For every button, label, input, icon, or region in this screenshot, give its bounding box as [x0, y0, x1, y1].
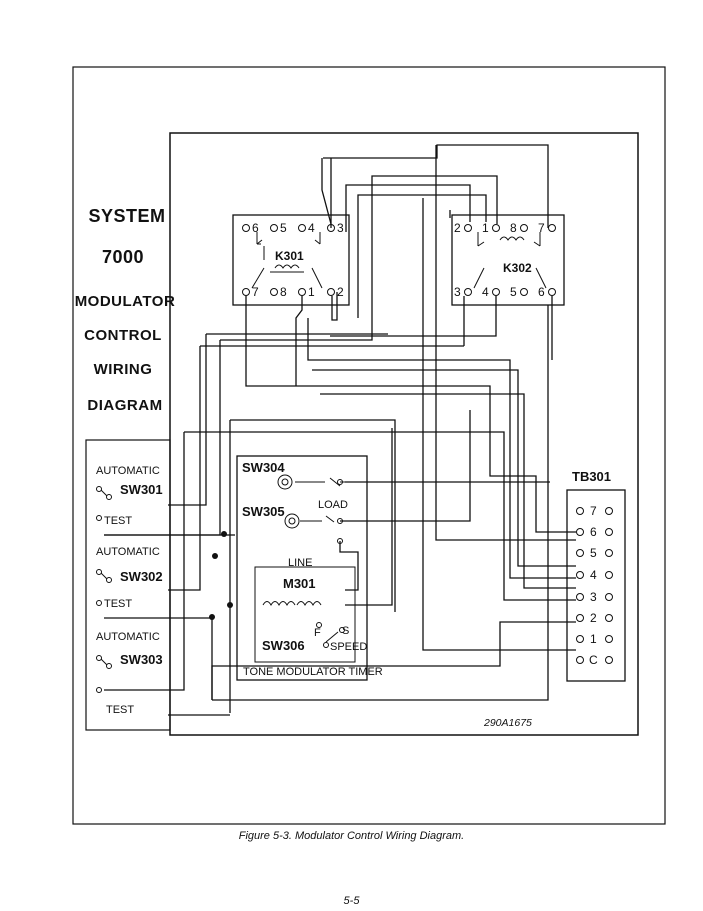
k301-term-3: 3 — [337, 221, 344, 235]
k301-term-2: 2 — [337, 285, 344, 299]
k301-term-6: 6 — [252, 221, 259, 235]
tb301-label: TB301 — [572, 469, 611, 484]
k302-term-3: 3 — [454, 285, 461, 299]
timer-footer-label: TONE MODULATOR TIMER — [243, 666, 383, 678]
tb301-term-3: 3 — [590, 590, 597, 604]
tb301-box — [566, 489, 626, 682]
speed-label: SPEED — [330, 641, 367, 653]
wiring — [104, 144, 576, 716]
relay-k301: 6 5 4 3 7 8 1 2 K301 — [232, 214, 350, 306]
k302-term-1: 1 — [482, 221, 489, 235]
sw305-label: SW305 — [242, 504, 285, 519]
tb301-term-6: 6 — [590, 525, 597, 539]
k302-term-5: 5 — [510, 285, 517, 299]
junction-dots — [209, 531, 233, 620]
sw301-automatic-label: AUTOMATIC — [96, 465, 160, 477]
k302-term-4: 4 — [482, 285, 489, 299]
k302-term-6: 6 — [538, 285, 545, 299]
tb301-term-7: 7 — [590, 504, 597, 518]
title-line-system: SYSTEM — [88, 206, 165, 226]
sw301-test-label: TEST — [104, 515, 132, 527]
relay-k301-box — [232, 214, 350, 306]
tb301-term-c: C — [589, 653, 598, 667]
k302-label: K302 — [503, 261, 532, 275]
k301-label: K301 — [275, 249, 304, 263]
title-line-modulator: MODULATOR — [75, 293, 176, 310]
k301-term-8: 8 — [280, 285, 287, 299]
k301-term-1: 1 — [308, 285, 315, 299]
speed-s-label: S — [342, 625, 349, 637]
title-line-number: 7000 — [102, 247, 144, 267]
k302-term-8: 8 — [510, 221, 517, 235]
switch-panel-box — [85, 439, 171, 731]
terminal-board-tb301: TB301 7 6 5 4 3 2 1 C — [566, 469, 626, 682]
m301-label: M301 — [283, 576, 316, 591]
outer-frame — [72, 66, 666, 825]
speed-f-label: F — [314, 627, 321, 639]
tb301-term-4: 4 — [590, 568, 597, 582]
sw301-label: SW301 — [120, 482, 163, 497]
sw302-test-label: TEST — [104, 598, 132, 610]
sw303-label: SW303 — [120, 652, 163, 667]
sw302-label: SW302 — [120, 569, 163, 584]
load-label: LOAD — [318, 499, 348, 511]
inner-frame — [169, 132, 639, 736]
figure-caption: Figure 5-3. Modulator Control Wiring Dia… — [238, 830, 465, 842]
sw303-test-label: TEST — [106, 704, 134, 716]
relay-k302-box — [451, 214, 565, 306]
tb301-term-2: 2 — [590, 611, 597, 625]
sw306-label: SW306 — [262, 638, 305, 653]
drawing-number: 290A1675 — [483, 717, 532, 729]
title-line-wiring: WIRING — [94, 361, 153, 378]
page-number: 5-5 — [343, 895, 360, 907]
tb301-term-1: 1 — [590, 632, 597, 646]
diagram-title: SYSTEM 7000 MODULATOR CONTROL WIRING DIA… — [75, 206, 176, 414]
k301-term-4: 4 — [308, 221, 315, 235]
tb301-term-5: 5 — [590, 546, 597, 560]
switch-panel: AUTOMATIC SW301 TEST AUTOMATIC SW302 TES… — [85, 439, 171, 731]
k302-term-7: 7 — [538, 221, 545, 235]
timer-box — [236, 455, 368, 681]
title-line-control: CONTROL — [84, 327, 162, 344]
title-line-diagram: DIAGRAM — [87, 397, 162, 414]
m301-box — [254, 566, 356, 663]
relay-k302: 2 1 8 7 3 4 5 6 K302 — [451, 214, 565, 306]
sw303-automatic-label: AUTOMATIC — [96, 631, 160, 643]
k301-term-5: 5 — [280, 221, 287, 235]
k301-term-7: 7 — [252, 285, 259, 299]
k302-term-2: 2 — [454, 221, 461, 235]
sw304-label: SW304 — [242, 460, 285, 475]
sw302-automatic-label: AUTOMATIC — [96, 546, 160, 558]
tone-modulator-timer: SW304 SW305 LOAD LINE M301 SW306 F S SPE… — [236, 455, 383, 681]
line-label: LINE — [288, 557, 312, 569]
